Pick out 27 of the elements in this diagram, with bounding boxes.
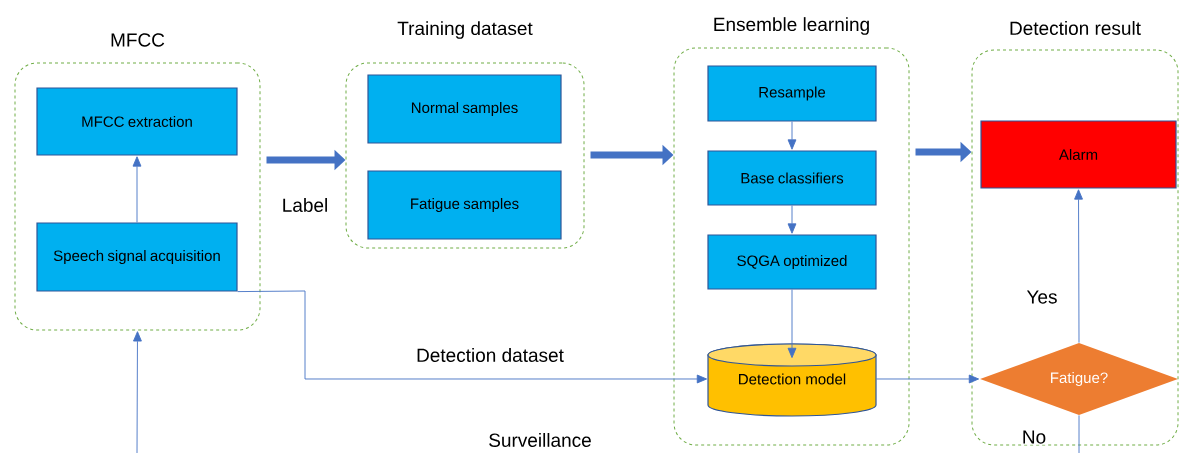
group-title: MFCC xyxy=(111,33,165,47)
group-title: Training dataset xyxy=(397,21,533,39)
process-box: SQGA optimized xyxy=(707,234,877,290)
process-box: Alarm xyxy=(980,120,1177,189)
arrow xyxy=(787,205,797,234)
arrow xyxy=(875,374,980,384)
edge-label: Label xyxy=(280,197,330,213)
arrow xyxy=(787,289,797,359)
edge-label: Yes xyxy=(1025,289,1059,305)
arrow xyxy=(1074,189,1083,344)
arrow xyxy=(132,156,142,223)
arrow xyxy=(133,331,142,453)
process-box: Normal samples xyxy=(367,74,562,144)
text-label: Surveillance xyxy=(489,433,591,447)
process-box: MFCC extraction xyxy=(36,87,238,156)
line xyxy=(1078,414,1080,453)
arrow xyxy=(237,290,708,384)
group-title: Detection result xyxy=(1010,21,1141,35)
process-box: Fatigue samples xyxy=(367,170,562,240)
process-box: Base classifiers xyxy=(707,150,877,206)
edge-label: Detection dataset xyxy=(415,347,565,363)
process-box: Speech signal acquisition xyxy=(36,222,238,292)
edge-label: No xyxy=(1020,429,1048,445)
group-title: Ensemble learning xyxy=(714,17,869,35)
cylinder-box: Detection model xyxy=(707,343,877,417)
arrow xyxy=(787,121,797,150)
process-box: Resample xyxy=(707,65,877,122)
